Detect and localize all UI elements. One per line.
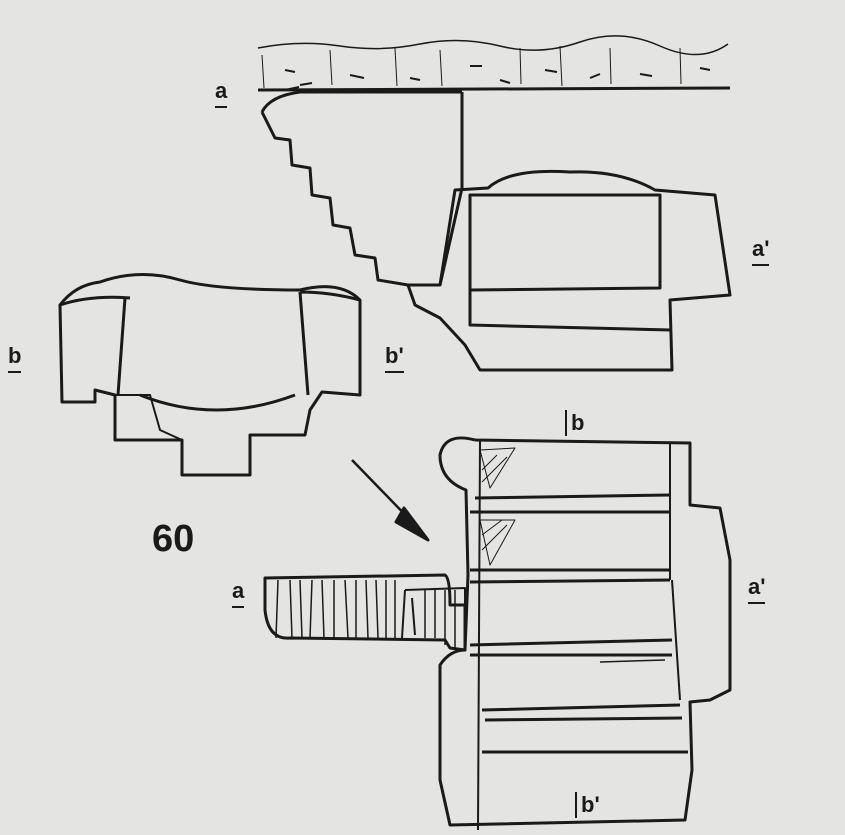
label-left-a: a	[232, 578, 245, 608]
figure-number: 60	[152, 518, 195, 560]
label-bottom-b-prime: b'	[575, 792, 600, 818]
label-plan-b: b	[8, 343, 22, 373]
label-section-a-prime: a'	[752, 236, 770, 266]
label-top-b: b	[565, 410, 584, 436]
section-a-a	[260, 90, 732, 372]
label-section-a: a	[215, 78, 228, 108]
section-b-b	[58, 273, 362, 477]
label-plan-b-prime: b'	[385, 343, 404, 373]
plan-view	[263, 436, 732, 831]
label-right-a-prime: a'	[748, 574, 766, 604]
arrow	[351, 459, 430, 542]
ground-surface	[257, 35, 731, 92]
